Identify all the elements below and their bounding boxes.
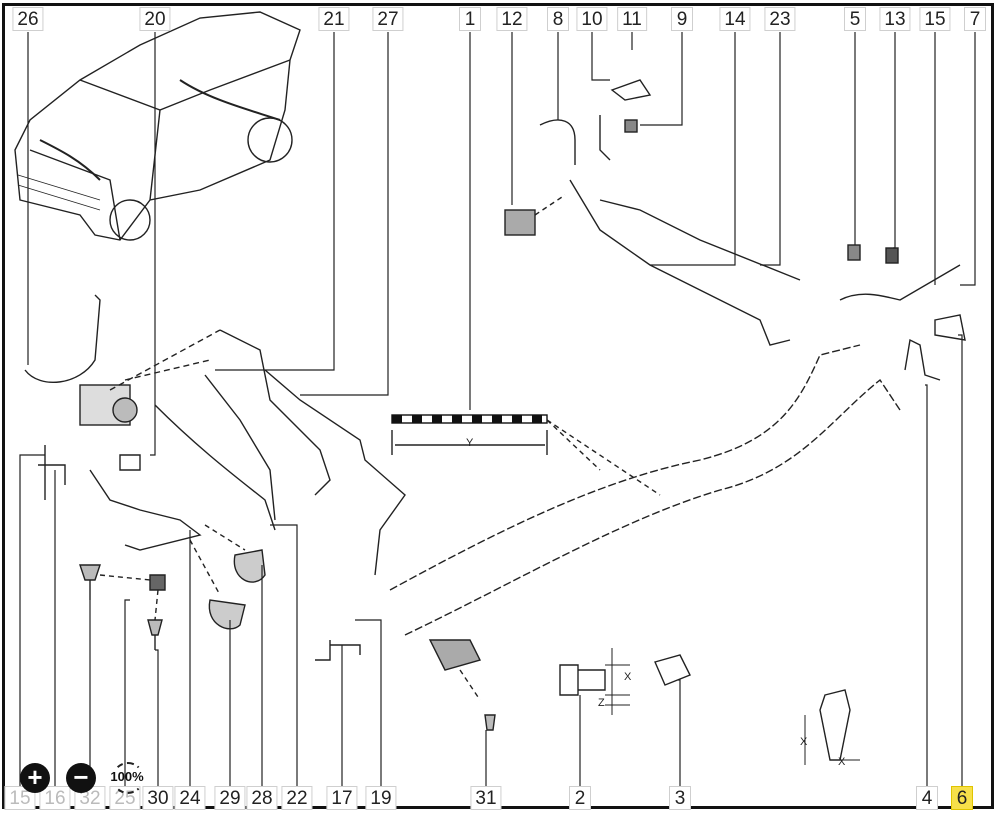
rear-lines	[428, 79, 966, 731]
callout-label-15[interactable]: 15	[919, 7, 951, 31]
callout-label-8[interactable]: 8	[547, 7, 569, 31]
leader-line	[640, 32, 683, 126]
dimension-x-label: X	[624, 671, 632, 683]
scale-bar	[391, 414, 661, 496]
callout-label-9[interactable]: 9	[671, 7, 693, 31]
callout-label-11[interactable]: 11	[617, 7, 647, 31]
callout-label-17[interactable]: 17	[326, 786, 358, 810]
callout-label-24[interactable]: 24	[174, 786, 206, 810]
callout-label-14[interactable]: 14	[719, 7, 751, 31]
callout-label-7[interactable]: 7	[964, 7, 986, 31]
leader-line	[760, 32, 781, 266]
leader-line	[355, 619, 382, 786]
dimension-x-label: X	[838, 756, 846, 768]
leader-line	[150, 32, 156, 456]
zoom-reset-button[interactable]: 100%	[108, 762, 146, 794]
zoom-in-button[interactable]: +	[20, 763, 50, 793]
callout-label-22[interactable]: 22	[281, 786, 313, 810]
dimension-x-label: X	[800, 736, 808, 748]
leader-line	[300, 32, 389, 396]
leader-line	[591, 32, 610, 81]
callout-label-16[interactable]: 16	[39, 786, 71, 810]
callout-label-12[interactable]: 12	[496, 7, 528, 31]
vehicle-outline	[14, 11, 301, 241]
minus-circle-icon: −	[73, 762, 89, 792]
callout-label-5[interactable]: 5	[844, 7, 866, 31]
callout-label-30[interactable]: 30	[142, 786, 174, 810]
plus-circle-icon: +	[27, 762, 43, 792]
fitting-details	[559, 648, 860, 765]
leader-line	[19, 454, 45, 786]
callout-label-1[interactable]: 1	[459, 7, 481, 31]
leader-line	[155, 649, 159, 786]
callout-label-20[interactable]: 20	[139, 7, 171, 31]
zoom-out-button[interactable]: −	[66, 763, 96, 793]
callout-label-28[interactable]: 28	[246, 786, 278, 810]
callout-label-21[interactable]: 21	[318, 7, 350, 31]
abs-module-and-pipes	[24, 294, 406, 661]
callout-label-10[interactable]: 10	[576, 7, 608, 31]
leader-line	[124, 599, 130, 786]
leader-line	[270, 524, 298, 786]
dimension-z-label: Z	[598, 697, 605, 709]
leader-line	[958, 334, 963, 786]
leader-line	[960, 32, 976, 286]
callout-label-3[interactable]: 3	[669, 786, 691, 810]
callout-label-26[interactable]: 26	[12, 7, 44, 31]
callout-label-19[interactable]: 19	[365, 786, 397, 810]
leader-line	[650, 32, 736, 266]
callout-label-6[interactable]: 6	[951, 786, 973, 810]
callout-label-13[interactable]: 13	[879, 7, 911, 31]
callout-label-27[interactable]: 27	[372, 7, 404, 31]
callout-label-2[interactable]: 2	[569, 786, 591, 810]
callout-label-4[interactable]: 4	[916, 786, 938, 810]
callout-label-31[interactable]: 31	[470, 786, 502, 810]
dimension-y-label: Y	[466, 437, 474, 449]
leader-line	[215, 32, 335, 371]
leader-line	[678, 679, 681, 786]
callout-label-29[interactable]: 29	[214, 786, 246, 810]
brake-lines	[389, 344, 901, 636]
leader-line	[925, 384, 928, 786]
callout-label-23[interactable]: 23	[764, 7, 796, 31]
leader-line	[893, 32, 896, 249]
